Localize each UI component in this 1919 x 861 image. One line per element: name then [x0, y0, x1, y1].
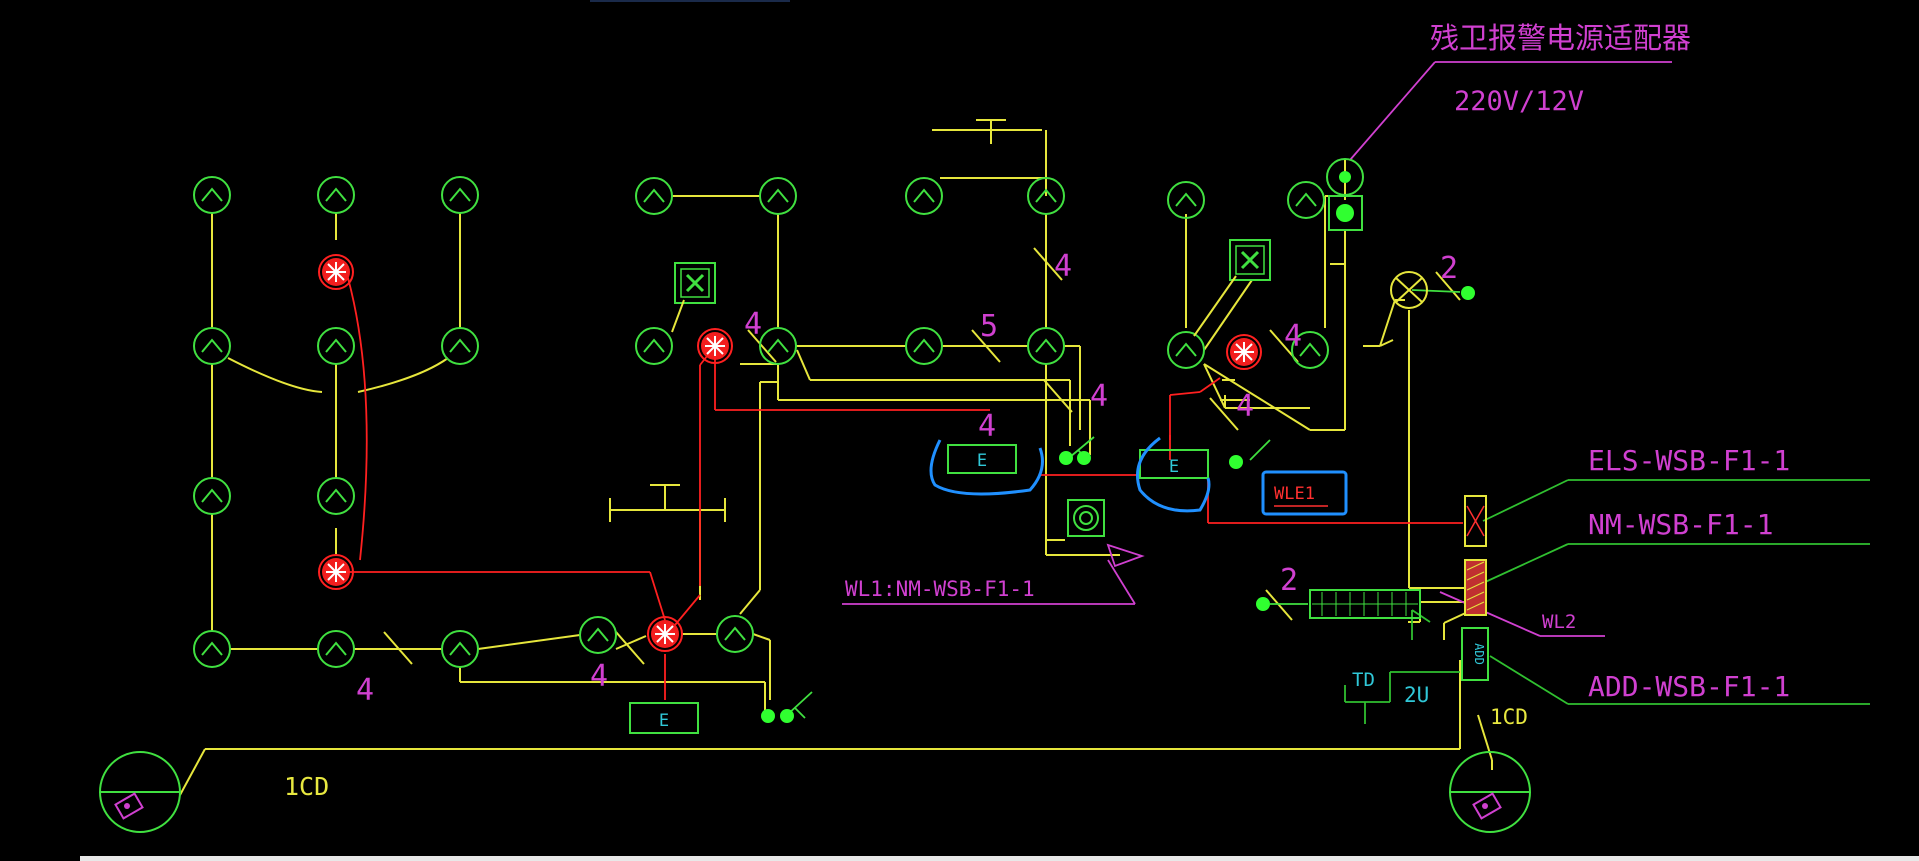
count-c8: 4 — [1236, 389, 1254, 424]
count-c1: 4 — [356, 673, 374, 708]
emergency-light-2: E — [1139, 449, 1209, 479]
count-c10: 2 — [1440, 251, 1458, 286]
els-label: ELS-WSB-F1-1 — [1588, 444, 1790, 477]
crossed-lamp — [1390, 271, 1428, 309]
emergency-light-3: E — [629, 702, 699, 734]
tick-marks — [383, 247, 1461, 665]
count-c7: 4 — [978, 409, 996, 444]
viewport-bottom-scrollbar[interactable] — [80, 856, 1919, 861]
yellow-wiring — [179, 119, 1493, 796]
viewport-top-edge — [590, 0, 790, 2]
panel-add: ADD — [1461, 627, 1489, 681]
camera-left — [98, 751, 182, 833]
panel-nm — [1464, 559, 1487, 616]
td-label: TD — [1352, 669, 1375, 691]
wl2-label: WL2 — [1542, 611, 1576, 633]
magenta-leaders — [842, 61, 1672, 637]
terminal-strip — [1309, 589, 1421, 619]
count-c2: 4 — [590, 659, 608, 694]
svg-text:E: E — [659, 711, 669, 731]
panel-els — [1464, 495, 1487, 547]
emergency-light-1: E — [947, 444, 1017, 474]
svg-text:ADD: ADD — [1472, 643, 1486, 665]
two-u-label: 2U — [1404, 683, 1429, 707]
svg-text:E: E — [977, 451, 987, 471]
camera-right — [1448, 751, 1532, 833]
wl1-label: WL1:NM-WSB-F1-1 — [845, 577, 1035, 601]
control-wires — [786, 289, 1461, 719]
count-labels: 4 4 4 5 4 4 4 4 4 2 2 — [356, 249, 1458, 708]
count-c3: 4 — [744, 307, 762, 342]
title-cn: 残卫报警电源适配器 — [1430, 21, 1691, 55]
count-c5: 4 — [1054, 249, 1072, 284]
vent-fans — [673, 238, 1272, 305]
count-c4: 5 — [980, 309, 998, 344]
green-leaders — [1344, 479, 1870, 724]
fan-wire-left — [671, 299, 685, 333]
fan-wire-right — [1193, 275, 1237, 337]
svg-text:E: E — [1169, 457, 1179, 477]
target-symbol — [1067, 499, 1105, 537]
cd-left-label: 1CD — [284, 772, 329, 801]
blue-highlights — [929, 436, 1348, 516]
add-panel-label: ADD-WSB-F1-1 — [1588, 670, 1790, 703]
count-c11: 2 — [1280, 563, 1298, 598]
count-c9: 4 — [1284, 319, 1302, 354]
wle1-label: WLE1 — [1274, 484, 1315, 504]
switch-dots — [761, 286, 1475, 723]
voltage-label: 220V/12V — [1454, 86, 1584, 117]
cd-right-label: 1CD — [1490, 705, 1528, 729]
count-c6: 4 — [1090, 379, 1108, 414]
alarm-adapter-symbol — [1326, 158, 1364, 231]
nm-label: NM-WSB-F1-1 — [1588, 508, 1773, 541]
